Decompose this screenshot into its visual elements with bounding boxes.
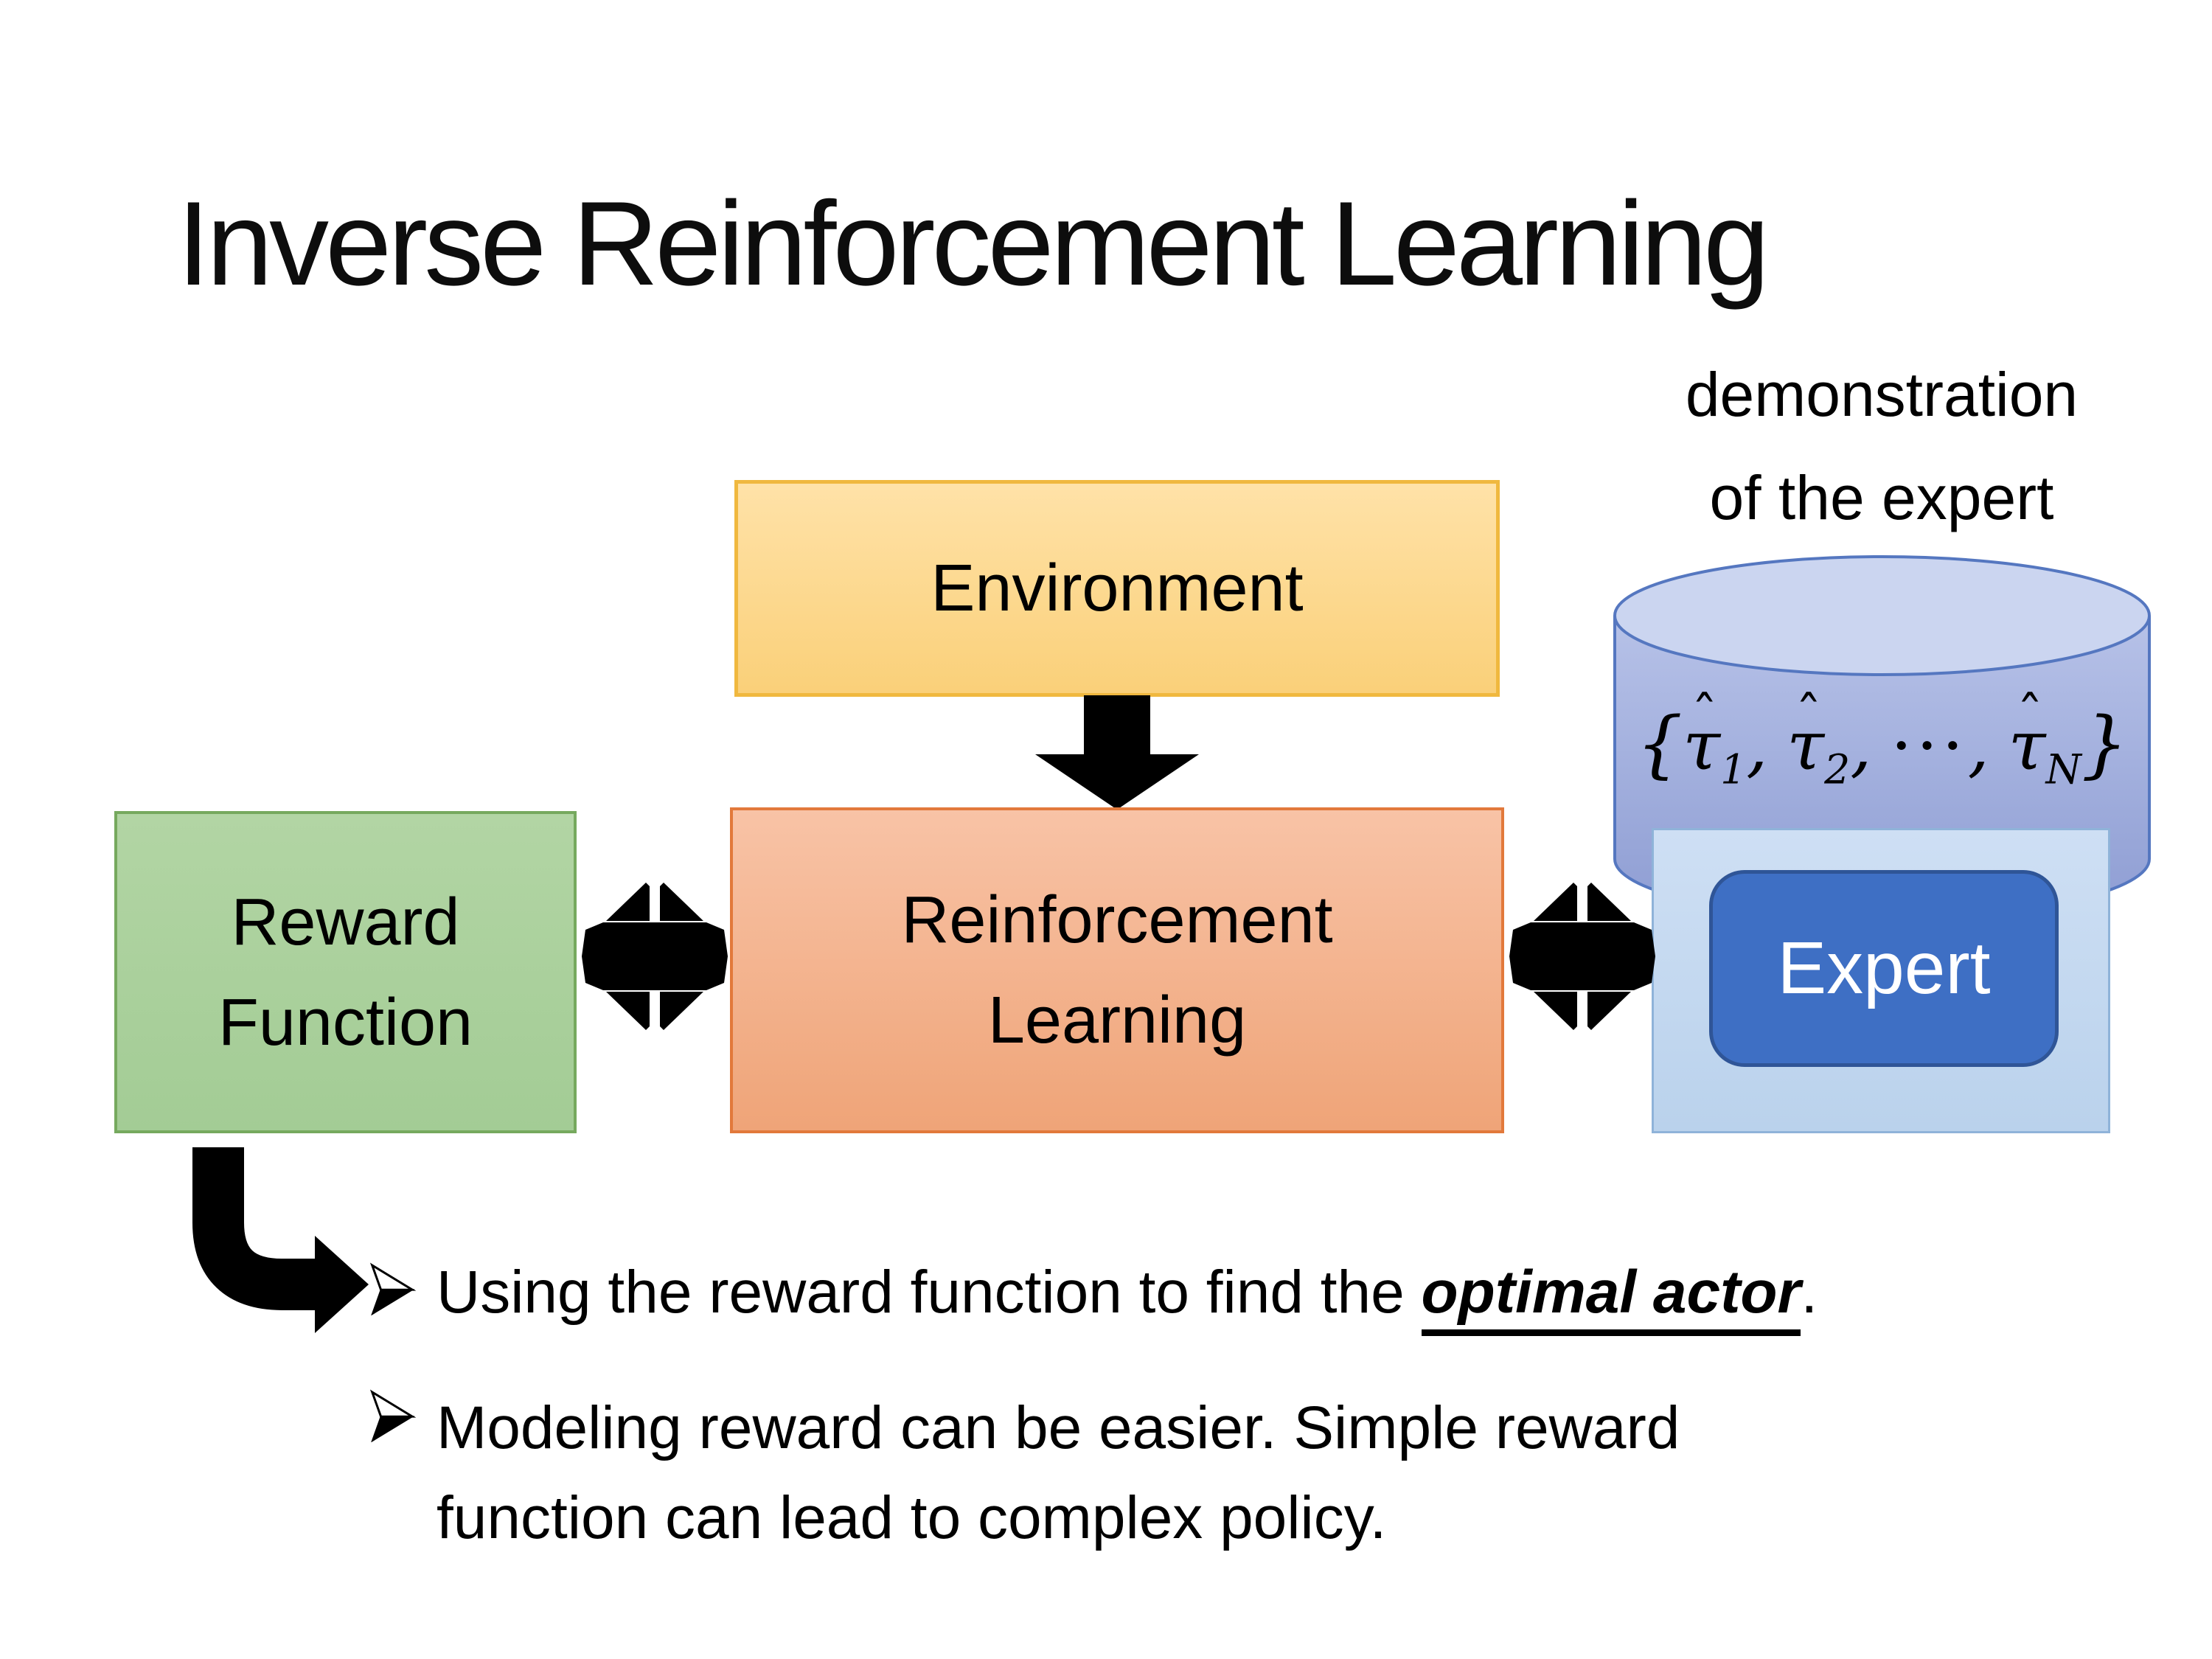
reinforcement-learning-box: Reinforcement Learning	[730, 807, 1504, 1133]
bullet-item-1: Using the reward function to find the op…	[437, 1258, 1818, 1336]
bullet-item-2: Modeling reward can be easier. Simple re…	[437, 1383, 1680, 1563]
reward-function-box: Reward Function	[114, 811, 577, 1133]
bullet-marker-icon-1	[369, 1262, 416, 1315]
expert-label: Expert	[1777, 927, 1991, 1009]
bullet-2-line1: Modeling reward can be easier. Simple re…	[437, 1394, 1680, 1461]
left-brace: {	[1636, 702, 1683, 787]
double-arrow-icon-left	[582, 883, 728, 1030]
demonstration-caption-line2: of the expert	[1709, 463, 2054, 532]
bullet-marker-icon-2	[369, 1389, 416, 1442]
environment-box: Environment	[734, 480, 1500, 697]
bullet-1-lead: Using the reward function to find the	[437, 1259, 1422, 1326]
reward-function-label-line1: Reward	[231, 885, 460, 959]
bullet-1-tail: .	[1801, 1259, 1818, 1326]
reinforcement-learning-label-line2: Learning	[987, 984, 1247, 1057]
slide-title: Inverse Reinforcement Learning	[177, 177, 1770, 310]
double-arrow-icon-right	[1509, 883, 1655, 1030]
environment-label: Environment	[931, 551, 1304, 625]
bent-arrow-icon	[192, 1147, 369, 1333]
right-brace: }	[2081, 702, 2128, 787]
ellipsis: ···	[1891, 706, 1968, 785]
down-arrow-icon	[1035, 695, 1199, 810]
bullet-2-line2: function can lead to complex policy.	[437, 1484, 1387, 1551]
demonstration-caption: demonstration of the expert	[1583, 343, 2180, 549]
expert-box: Expert	[1709, 870, 2059, 1067]
demonstration-caption-line1: demonstration	[1685, 360, 2079, 429]
bullet-1-emphasis: optimal actor	[1421, 1259, 1801, 1336]
reward-function-label-line2: Function	[218, 985, 473, 1060]
reinforcement-learning-label-line1: Reinforcement	[901, 883, 1333, 957]
